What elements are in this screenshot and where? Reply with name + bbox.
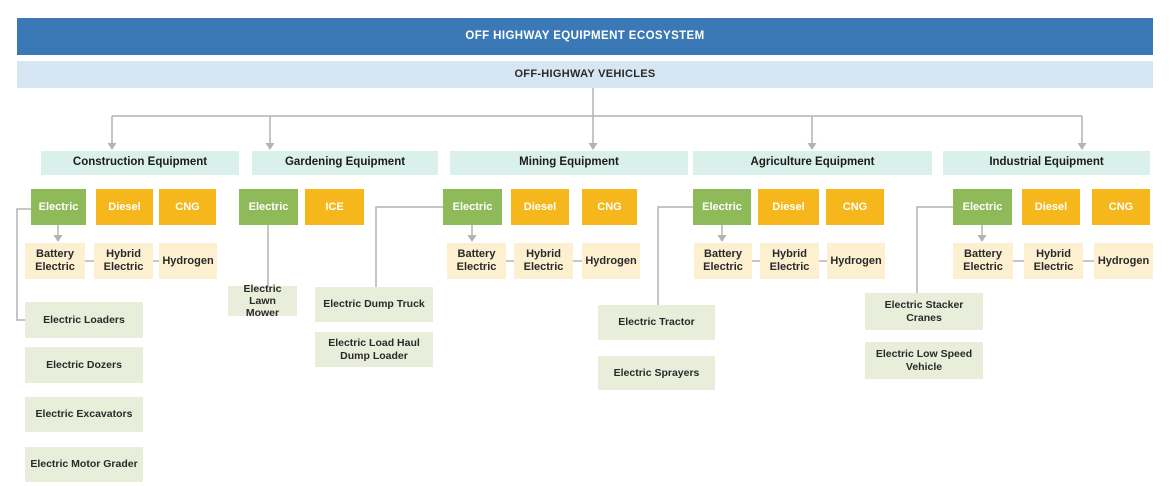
group-header-mining: Mining Equipment xyxy=(450,151,688,175)
fuel-gardening-electric: Electric xyxy=(239,189,298,225)
subtitle-banner: OFF-HIGHWAY VEHICLES xyxy=(17,61,1153,88)
fuel-industrial-cng: CNG xyxy=(1092,189,1150,225)
equipment-electric-excavators: Electric Excavators xyxy=(25,397,143,432)
fuel-agriculture-electric: Electric xyxy=(693,189,751,225)
arrow-down-icon xyxy=(107,143,117,150)
equipment-electric-low-speed-vehicle: Electric Low Speed Vehicle xyxy=(865,342,983,379)
equipment-electric-sprayers: Electric Sprayers xyxy=(598,356,715,390)
arrow-down-icon xyxy=(1077,143,1087,150)
group-header-industrial: Industrial Equipment xyxy=(943,151,1150,175)
fuel-construction-cng: CNG xyxy=(159,189,216,225)
fuel-construction-diesel: Diesel xyxy=(96,189,153,225)
fuel-industrial-electric: Electric xyxy=(953,189,1012,225)
subtype-mining-hybrid-electric: Hybrid Electric xyxy=(514,243,573,279)
fuel-construction-electric: Electric xyxy=(31,189,86,225)
subtype-agriculture-battery-electric: Battery Electric xyxy=(694,243,752,279)
subtype-industrial-battery-electric: Battery Electric xyxy=(953,243,1013,279)
subtype-mining-battery-electric: Battery Electric xyxy=(447,243,506,279)
fuel-agriculture-cng: CNG xyxy=(826,189,884,225)
subtype-agriculture-hybrid-electric: Hybrid Electric xyxy=(760,243,819,279)
fuel-mining-electric: Electric xyxy=(443,189,502,225)
subtype-agriculture-hydrogen: Hydrogen xyxy=(827,243,885,279)
subtype-industrial-hybrid-electric: Hybrid Electric xyxy=(1024,243,1083,279)
arrow-down-icon xyxy=(977,235,987,242)
equipment-electric-load-haul-dump-loader: Electric Load Haul Dump Loader xyxy=(315,332,433,367)
group-header-construction: Construction Equipment xyxy=(41,151,239,175)
fuel-gardening-ice: ICE xyxy=(305,189,364,225)
equipment-electric-dozers: Electric Dozers xyxy=(25,347,143,383)
equipment-electric-stacker-cranes: Electric Stacker Cranes xyxy=(865,293,983,330)
equipment-electric-motor-grader: Electric Motor Grader xyxy=(25,447,143,482)
arrow-down-icon xyxy=(265,143,275,150)
subtype-industrial-hydrogen: Hydrogen xyxy=(1094,243,1153,279)
industrial-elbow-line xyxy=(916,206,953,293)
fuel-mining-diesel: Diesel xyxy=(511,189,569,225)
equipment-electric-tractor: Electric Tractor xyxy=(598,305,715,340)
equipment-electric-loaders: Electric Loaders xyxy=(25,302,143,338)
equipment-electric-dump-truck: Electric Dump Truck xyxy=(315,287,433,322)
subtype-construction-hybrid-electric: Hybrid Electric xyxy=(94,243,153,279)
arrow-down-icon xyxy=(467,235,477,242)
group-header-agriculture: Agriculture Equipment xyxy=(693,151,932,175)
subtype-mining-hydrogen: Hydrogen xyxy=(582,243,640,279)
subtype-construction-battery-electric: Battery Electric xyxy=(25,243,85,279)
fuel-industrial-diesel: Diesel xyxy=(1022,189,1080,225)
fuel-agriculture-diesel: Diesel xyxy=(758,189,819,225)
arrow-down-icon xyxy=(717,235,727,242)
arrow-down-icon xyxy=(53,235,63,242)
arrow-down-icon xyxy=(807,143,817,150)
equipment-electric-lawn-mower: Electric Lawn Mower xyxy=(228,283,297,319)
subtype-construction-hydrogen: Hydrogen xyxy=(159,243,217,279)
mining-elbow-line xyxy=(375,206,443,287)
agriculture-elbow-line xyxy=(657,206,693,305)
title-banner: OFF HIGHWAY EQUIPMENT ECOSYSTEM xyxy=(17,18,1153,55)
fuel-mining-cng: CNG xyxy=(582,189,637,225)
group-header-gardening: Gardening Equipment xyxy=(252,151,438,175)
arrow-down-icon xyxy=(588,143,598,150)
